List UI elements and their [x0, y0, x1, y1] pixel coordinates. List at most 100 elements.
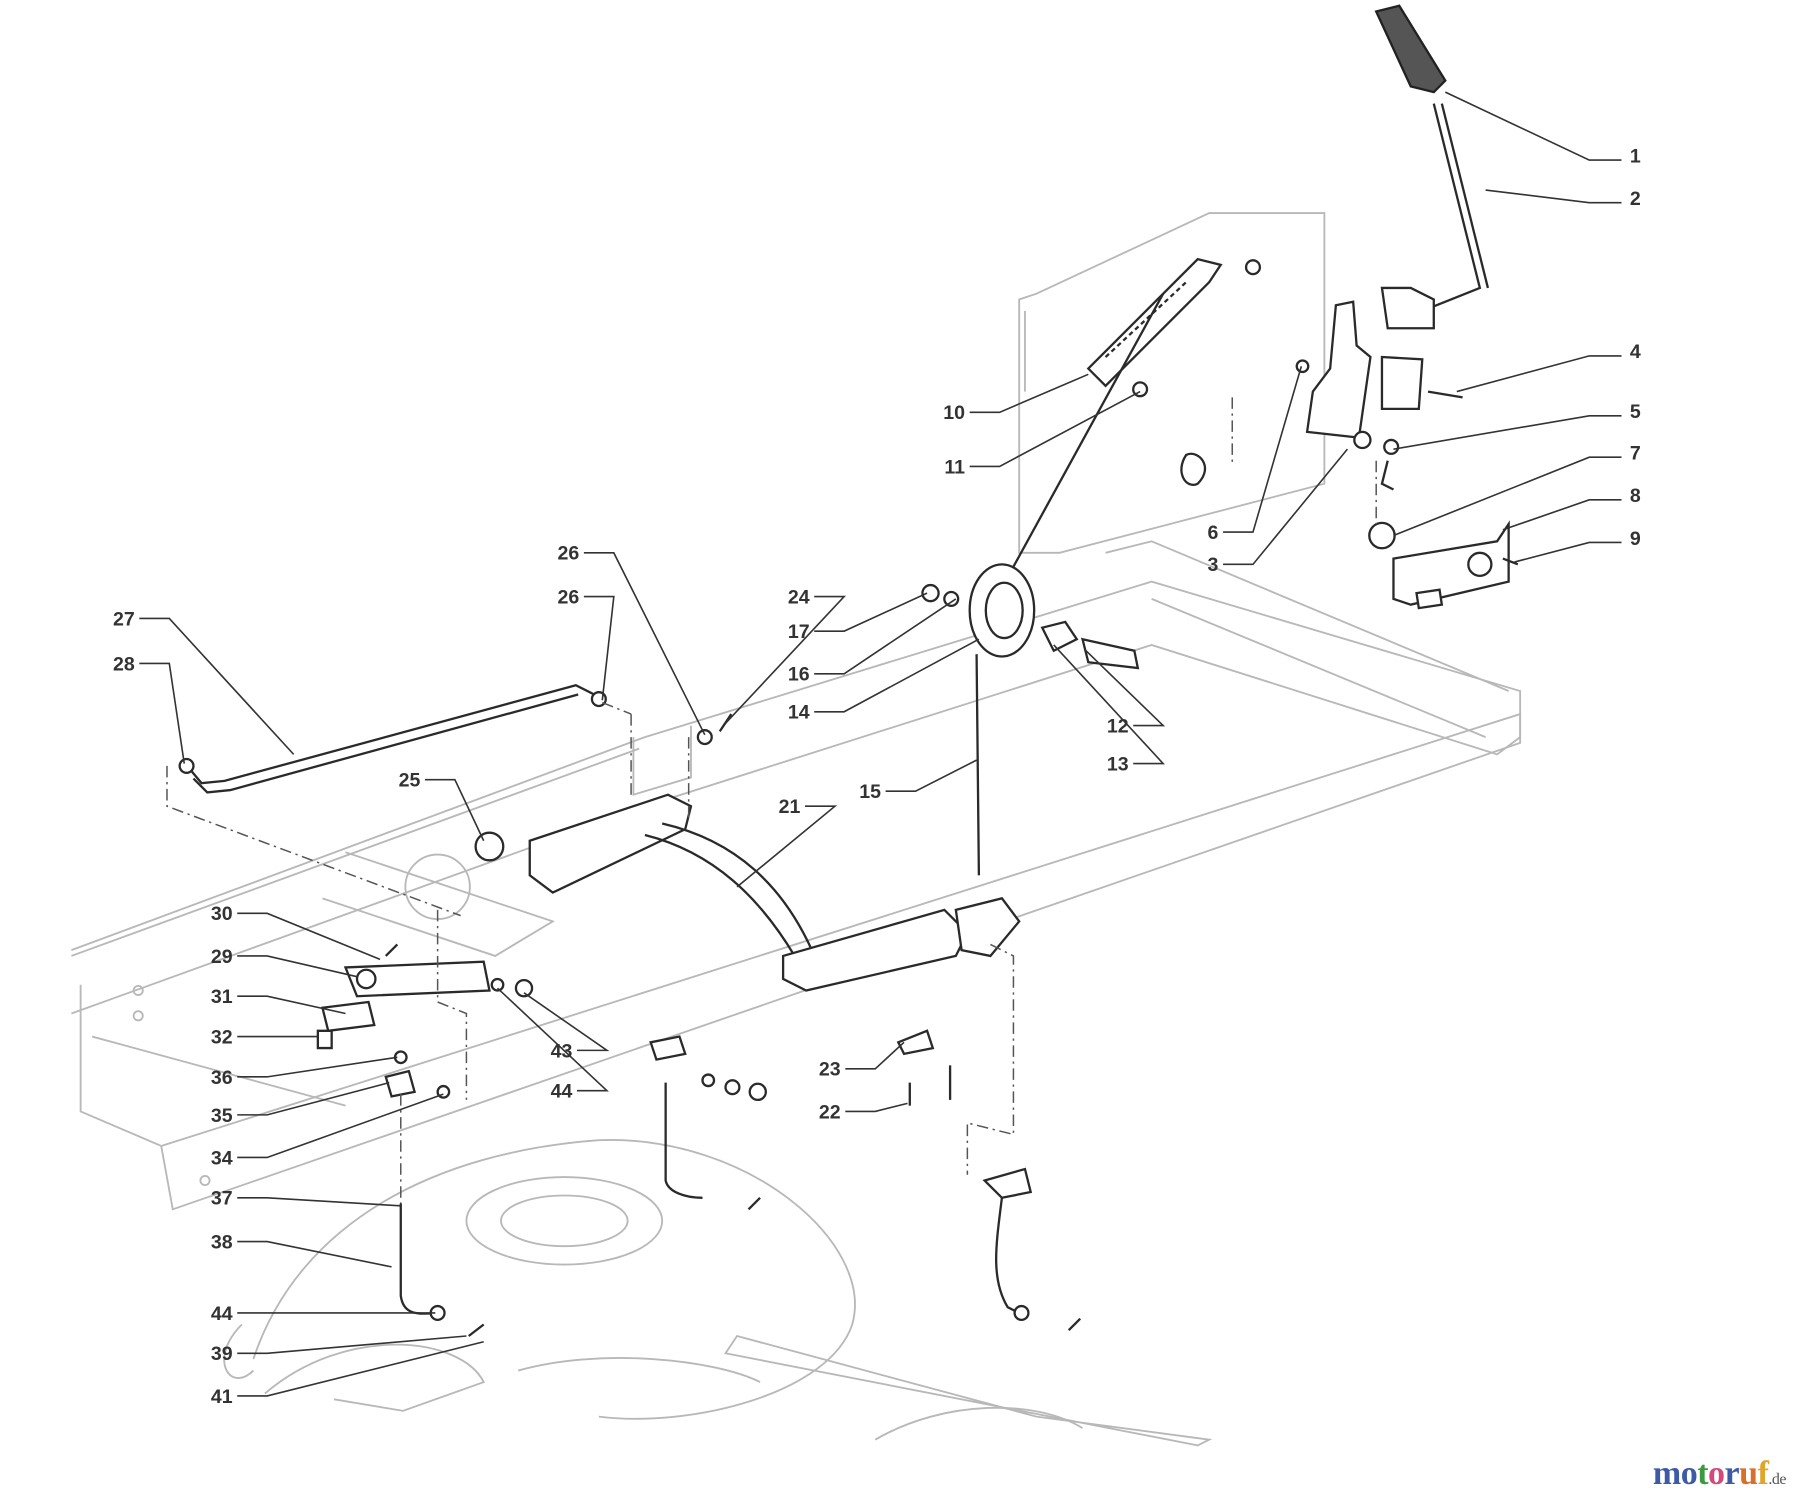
deck-hangers	[399, 1029, 1082, 1337]
callout-41: 41	[211, 1340, 484, 1408]
callout-number: 10	[943, 402, 965, 424]
callout-number: 26	[558, 587, 580, 609]
callout-number: 16	[788, 664, 810, 686]
callout-number: 5	[1630, 401, 1641, 423]
callout-number: 6	[1208, 522, 1219, 544]
leader-line	[237, 1196, 401, 1207]
callout-number: 1	[1630, 145, 1641, 167]
callout-44: 44	[496, 987, 609, 1103]
logo-letter: t	[1697, 1455, 1709, 1492]
callout-number: 8	[1630, 485, 1641, 507]
leader-line	[1223, 448, 1349, 566]
callout-11: 11	[944, 390, 1141, 478]
callout-number: 23	[819, 1059, 841, 1081]
leader-line	[1444, 91, 1622, 161]
callout-number: 3	[1208, 554, 1219, 576]
mower-deck	[223, 1139, 1213, 1447]
leader-line	[1223, 366, 1303, 533]
chassis-frame	[71, 540, 1522, 1211]
assembly-guides	[166, 397, 1377, 1204]
leader-line	[424, 778, 485, 842]
logo-letter: f	[1757, 1455, 1769, 1492]
logo-letter: u	[1739, 1455, 1758, 1492]
leader-line	[736, 805, 838, 888]
leader-line	[885, 759, 977, 793]
lever-handle-grip	[1374, 4, 1447, 94]
callout-5: 5	[1393, 401, 1641, 450]
callout-29: 29	[211, 946, 358, 978]
callout-1: 1	[1444, 91, 1641, 167]
callout-16: 16	[788, 598, 957, 686]
callout-number: 44	[551, 1081, 573, 1103]
leader-line	[1514, 541, 1622, 563]
callout-number: 24	[788, 587, 810, 609]
leader-line	[139, 617, 295, 755]
callout-37: 37	[211, 1188, 401, 1210]
callout-28: 28	[113, 653, 186, 764]
callout-6: 6	[1208, 366, 1303, 544]
leader-line	[237, 995, 346, 1015]
lever-rod	[1380, 103, 1490, 330]
callout-number: 38	[211, 1231, 233, 1253]
leader-line	[814, 598, 957, 675]
callout-number: 21	[779, 796, 801, 818]
callout-36: 36	[211, 1056, 398, 1089]
leader-line	[1053, 644, 1165, 765]
logo-tld: .de	[1768, 1471, 1786, 1488]
callout-number: 44	[211, 1303, 233, 1325]
callout-34: 34	[211, 1093, 444, 1169]
callout-30: 30	[211, 903, 381, 961]
leader-line	[969, 373, 1089, 414]
callout-10: 10	[943, 373, 1089, 424]
leader-line	[845, 1102, 908, 1113]
callout-number: 35	[211, 1105, 233, 1127]
callout-26: 26	[558, 543, 706, 736]
leader-line	[1393, 414, 1622, 450]
callout-2: 2	[1485, 188, 1641, 210]
callout-7: 7	[1393, 443, 1641, 537]
leader-line	[237, 1093, 444, 1159]
callout-number: 17	[788, 621, 810, 643]
leader-line	[1456, 355, 1622, 393]
leader-line	[523, 992, 610, 1052]
callout-14: 14	[788, 638, 980, 724]
leader-line	[237, 1335, 467, 1355]
callout-3: 3	[1208, 448, 1349, 576]
logo-letter: o	[1680, 1455, 1698, 1492]
callout-22: 22	[819, 1101, 908, 1123]
leader-line	[237, 912, 381, 961]
callout-number: 4	[1630, 341, 1641, 363]
leader-line	[814, 592, 928, 632]
callout-32: 32	[211, 1026, 318, 1048]
callout-39: 39	[211, 1335, 467, 1365]
callout-number: 28	[113, 653, 135, 675]
leader-line	[969, 390, 1141, 468]
mount-panel	[1018, 212, 1326, 554]
leader-line	[237, 1240, 392, 1268]
logo-letter: m	[1652, 1455, 1681, 1492]
callout-number: 26	[558, 543, 580, 565]
deck-bracket	[316, 943, 534, 1099]
callout-4: 4	[1456, 341, 1641, 393]
logo-letter: r	[1724, 1455, 1740, 1492]
callout-number: 31	[211, 986, 233, 1008]
callout-number: 27	[113, 608, 135, 630]
callout-number: 37	[211, 1188, 233, 1210]
leader-line	[139, 662, 186, 764]
callout-23: 23	[819, 1041, 905, 1081]
callout-21: 21	[736, 796, 838, 888]
callout-number: 11	[944, 456, 965, 478]
leader-line	[1502, 499, 1622, 531]
leader-line	[1085, 650, 1166, 727]
leader-line	[237, 1340, 484, 1397]
leader-line	[583, 552, 706, 736]
idler-pulley	[921, 293, 1206, 876]
leader-line	[845, 1041, 905, 1070]
callout-17: 17	[788, 592, 928, 643]
callout-number: 2	[1630, 188, 1641, 210]
callout-number: 12	[1107, 715, 1129, 737]
leader-line	[237, 955, 358, 978]
leader-line	[496, 987, 609, 1092]
